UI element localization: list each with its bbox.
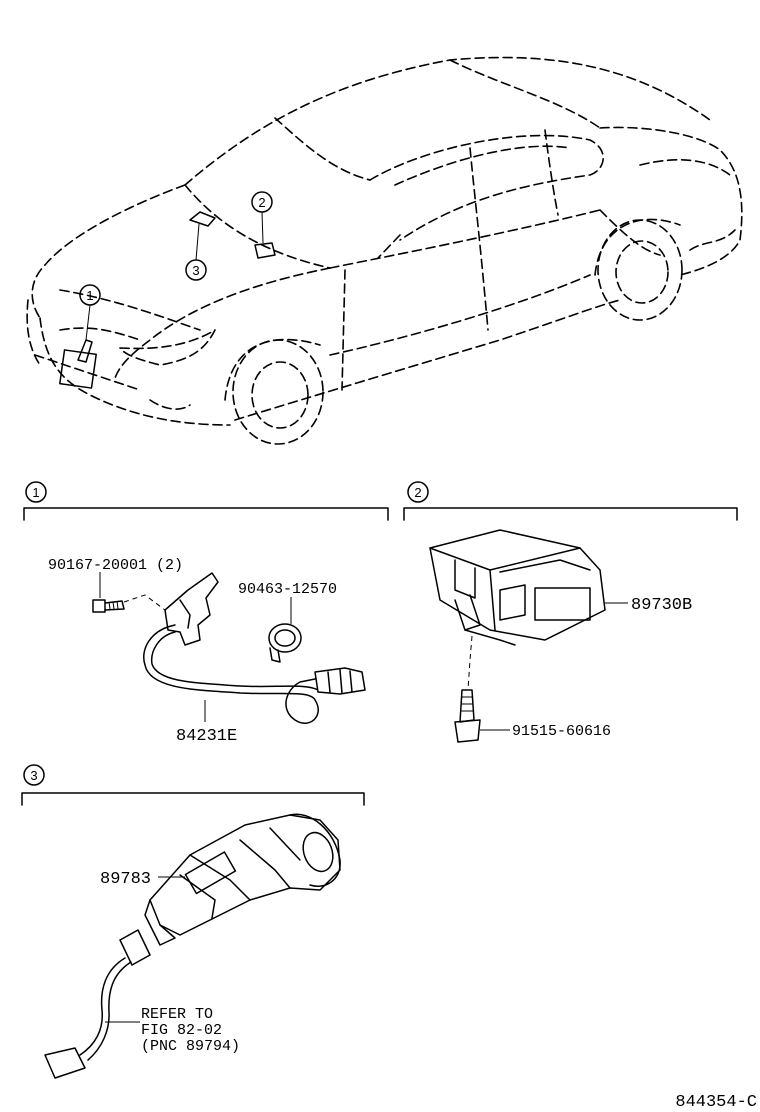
svg-text:3: 3: [192, 263, 199, 278]
svg-text:3: 3: [30, 768, 37, 783]
sensor-on-car: [77, 339, 93, 363]
clamp-icon: [268, 623, 302, 663]
sensor-bracket: [164, 572, 219, 646]
car-outline: [26, 56, 743, 445]
pigtail-connector: [119, 929, 151, 966]
svg-text:1: 1: [86, 288, 93, 303]
refer-note-line1: REFER TO: [141, 1006, 213, 1023]
harness-part-number: 84231E: [176, 727, 237, 746]
end-connector: [44, 1047, 86, 1079]
camera-unit: [144, 813, 341, 946]
callout-2: 2: [251, 191, 273, 244]
refer-note-line3: (PNC 89794): [141, 1038, 240, 1055]
callout-3: 3: [185, 223, 207, 281]
ecu-box: [429, 529, 606, 646]
bolt-part-number: 90167-20001 (2): [48, 557, 183, 574]
svg-text:2: 2: [414, 485, 421, 500]
svg-text:2: 2: [258, 195, 265, 210]
refer-note-line2: FIG 82-02: [141, 1022, 222, 1039]
screw-icon: [454, 689, 481, 743]
clamp-part-number: 90463-12570: [238, 581, 337, 598]
section-1: 1 90167-20001 (2) 90463-12570 84231E: [23, 481, 389, 746]
camera-part-number: 89783: [100, 870, 151, 889]
bolt-icon: [92, 599, 125, 613]
section-3: 3 89783 REFER TO FIG 82-02 (PNC 89794): [21, 764, 365, 1079]
svg-text:1: 1: [32, 485, 39, 500]
camera-on-car: [189, 211, 216, 227]
screw-part-number: 91515-60616: [512, 723, 611, 740]
ecu-on-car: [254, 242, 276, 259]
wire-harness: [143, 624, 321, 724]
figure-id: 844354-C: [675, 1093, 757, 1112]
section-2: 2 89730B 91515-60616: [403, 481, 738, 743]
ecu-part-number: 89730B: [631, 596, 692, 615]
callout-1: 1: [79, 284, 101, 341]
